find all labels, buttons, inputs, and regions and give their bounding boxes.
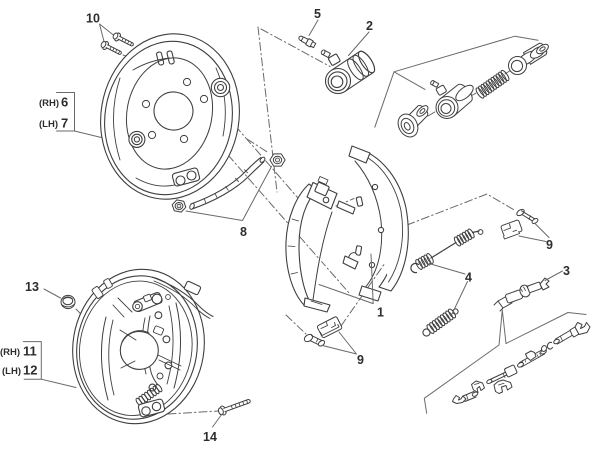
svg-text:5: 5 [314, 7, 321, 21]
svg-text:(LH): (LH) [39, 119, 58, 130]
svg-text:(RH): (RH) [0, 347, 20, 358]
svg-text:13: 13 [25, 280, 39, 294]
svg-text:1: 1 [377, 306, 384, 320]
svg-text:3: 3 [563, 264, 570, 278]
svg-text:12: 12 [23, 363, 37, 378]
svg-text:6: 6 [61, 95, 68, 110]
svg-text:2: 2 [366, 19, 373, 33]
svg-text:9: 9 [357, 353, 364, 367]
svg-text:8: 8 [240, 225, 247, 239]
svg-text:(LH): (LH) [2, 366, 21, 377]
svg-text:10: 10 [86, 12, 100, 26]
svg-text:(RH): (RH) [39, 98, 59, 109]
svg-text:9: 9 [546, 238, 553, 252]
svg-text:4: 4 [465, 271, 472, 285]
svg-text:14: 14 [203, 430, 217, 444]
svg-text:11: 11 [23, 344, 37, 359]
svg-text:7: 7 [61, 116, 68, 131]
